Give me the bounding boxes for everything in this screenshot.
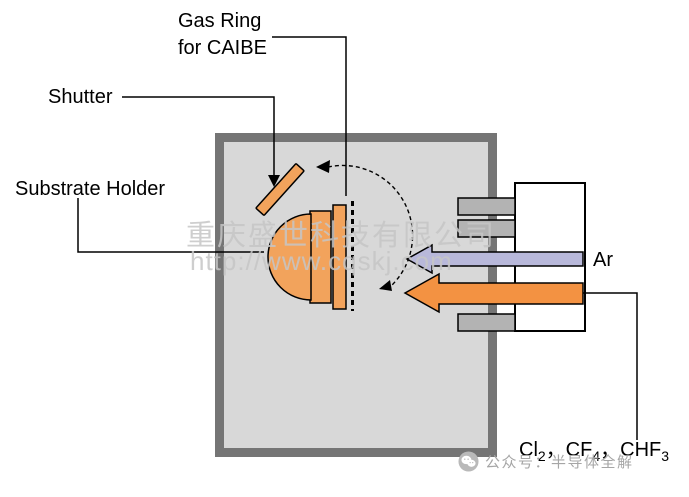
watermark-url: http://www.cqskj.com xyxy=(190,246,453,276)
substrate-holder-dome xyxy=(267,213,312,301)
shutter-pointer-line xyxy=(122,96,275,176)
shutter-pointer-arrowhead xyxy=(268,175,280,187)
gas-formula-text: Cl xyxy=(519,439,538,461)
gas-formula-text: ，CHF xyxy=(600,439,662,461)
gas-formula-text: ，CF xyxy=(545,439,593,461)
footer-credit: 公众号：半导体全解 xyxy=(458,451,634,472)
gas-ring-label: Gas Ring for CAIBE xyxy=(178,8,267,62)
watermark-company-name: 重庆盛世科技有限公司 xyxy=(186,220,497,252)
gas-formula-subscript: 4 xyxy=(592,448,601,464)
gas-formula-subscript: 3 xyxy=(661,448,670,464)
shutter-label: Shutter xyxy=(48,86,113,108)
substrate-holder-label: Substrate Holder xyxy=(15,178,166,200)
wechat-icon xyxy=(458,451,479,472)
etch-gas-arrow xyxy=(403,272,584,314)
footer-credit-text: 公众号：半导体全解 xyxy=(485,454,634,471)
ion-source-grid-bar xyxy=(457,313,516,332)
rotation-arc-arrowhead-top xyxy=(316,160,330,173)
gas-chemistry-label: Cl2，CF4，CHF3 xyxy=(519,437,669,470)
gas-ring-pointer-line xyxy=(272,36,347,196)
gas-formula-subscript: 2 xyxy=(537,448,546,464)
gas-ring-label-line1: Gas Ring xyxy=(178,10,262,32)
substrate-holder-pointer-line xyxy=(77,198,264,253)
rotation-arc xyxy=(327,164,414,287)
ion-source-grid-bar xyxy=(457,197,516,216)
ion-source-grid-bar xyxy=(457,219,516,238)
rotation-arc-arrowhead-bottom xyxy=(379,280,392,291)
gas-feed-line xyxy=(583,292,638,440)
shutter-blade xyxy=(255,163,305,216)
substrate-holder-backplate xyxy=(332,204,347,310)
ar-beam-arrow xyxy=(405,243,584,275)
argon-label: Ar xyxy=(593,249,613,271)
gas-ring-label-line2: for CAIBE xyxy=(178,37,267,59)
